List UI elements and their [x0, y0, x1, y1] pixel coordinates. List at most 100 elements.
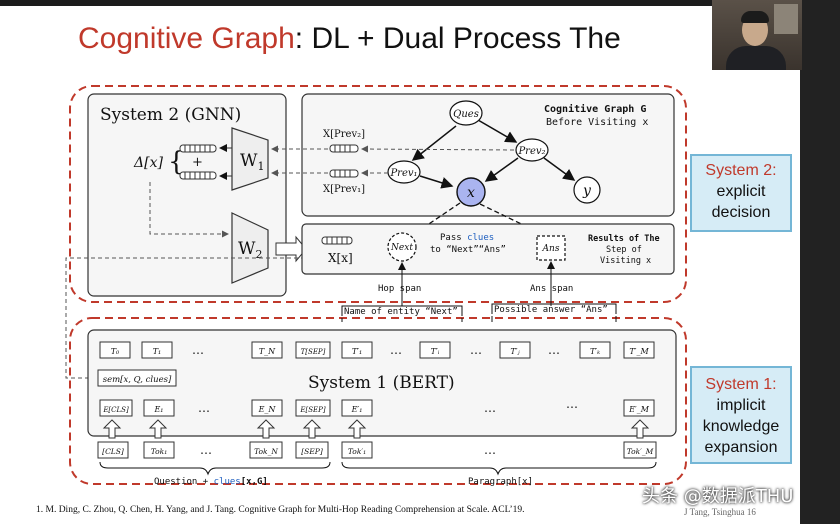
e-box [623, 399, 655, 417]
node-prev1: Prev₁ [387, 160, 421, 184]
node-next: Next [387, 232, 417, 262]
results-caption-line1: Results of The [588, 234, 660, 244]
e-label: E[SEP] [299, 406, 325, 414]
token-label: Tok′_M [627, 447, 654, 456]
slide-footer: J Tang, Tsinghua 16 [684, 507, 756, 517]
w1-to-w2-dashed-arrow [149, 182, 229, 238]
answer-span-box: Possible answer “Ans” [494, 305, 608, 315]
edge-prev1-x [419, 175, 454, 189]
token-label: Tok₁ [151, 447, 168, 456]
x-vector [321, 236, 353, 245]
w2-layer [231, 212, 269, 284]
watermark: 头条 @数据派THU [642, 486, 794, 507]
token-box [143, 441, 175, 459]
e-ellipsis: … [198, 401, 210, 415]
pass-clues-line1: Pass clues [440, 233, 494, 243]
prev1-vector-label: X[Prev₁] [323, 184, 365, 195]
token-label: [CLS] [102, 447, 124, 456]
t-ellipsis: … [470, 343, 482, 357]
t-box [141, 341, 173, 359]
svg-text:y: y [582, 183, 592, 199]
t-box [623, 341, 655, 359]
edge-prev2-x [484, 157, 519, 182]
token-row: [CLS] Tok₁ … Tok_N [SEP] Tok′₁ … Tok′_M [97, 441, 657, 459]
svg-text:Prev₁: Prev₁ [389, 168, 417, 179]
prev2-vector-label: X[Prev₂] [323, 129, 365, 140]
t-box [341, 341, 373, 359]
system1-panel-title: System 1 (BERT) [308, 373, 455, 393]
sem-to-system2-dashed-connector [65, 257, 302, 379]
e-label: E_N [258, 405, 277, 414]
cognitive-graph-diagram: System 2 (GNN) W1 W2 Δ[x] { + [65, 85, 687, 487]
t-box [99, 341, 131, 359]
t-ellipsis: … [548, 343, 560, 357]
token-label: Tok′₁ [348, 447, 366, 456]
t-label: T′ⱼ [510, 347, 520, 356]
w1-layer [231, 127, 269, 191]
t-label: T₀ [111, 347, 120, 356]
brace: { [168, 147, 185, 177]
token-box [623, 441, 657, 459]
top-edge [0, 0, 840, 6]
graph-title-line1: Cognitive Graph G [544, 103, 646, 115]
results-caption-line3: Visiting x [600, 256, 651, 266]
paragraph-brace [341, 461, 657, 476]
system1-callout-line4: expansion [704, 439, 778, 456]
sem-box [97, 369, 177, 387]
graph-title-line2: Before Visiting x [546, 117, 648, 128]
results-caption-line2: Step of [606, 245, 642, 255]
t-box [251, 341, 283, 359]
token-box [295, 441, 329, 459]
t-ellipsis: … [192, 343, 204, 357]
delta-x-label: Δ[x] [133, 155, 163, 171]
up-arrow [302, 419, 322, 439]
edge-prev2-y [543, 157, 576, 181]
t-box [419, 341, 451, 359]
t-label: T′ₖ [590, 347, 600, 356]
plus-sign: + [192, 155, 203, 170]
system2-callout-line2: explicit [716, 183, 766, 200]
edge-ques-prev1 [411, 125, 457, 161]
span-brackets-lower [341, 316, 617, 322]
e-ellipsis: … [484, 401, 496, 415]
entity-span-box: Name of entity “Next” [344, 307, 458, 317]
prev2-vector [329, 144, 359, 153]
t-box [579, 341, 611, 359]
system2-panel-title: System 2 (GNN) [100, 105, 241, 125]
presenter-video-thumbnail [712, 0, 802, 70]
token-ellipsis: … [484, 443, 496, 457]
presenter-hair [741, 11, 769, 23]
token-up-arrows [102, 419, 650, 439]
token-box [249, 441, 283, 459]
presenter-body [726, 46, 786, 70]
delta-vector-bottom [179, 171, 217, 180]
svg-text:Next: Next [390, 243, 413, 253]
hop-span-label: Hop span [378, 284, 421, 294]
up-arrow [256, 419, 276, 439]
system1-callout-line2: implicit [716, 397, 766, 414]
system2-callout-line3: decision [711, 204, 771, 221]
token-box [341, 441, 373, 459]
t-label: T[SEP] [301, 348, 326, 356]
w2-label: W2 [238, 239, 262, 261]
t-box [499, 341, 531, 359]
e-label: E′₁ [351, 405, 363, 414]
x-vector-label: X[x] [328, 251, 353, 265]
e-box [295, 399, 331, 417]
video-background-window [774, 4, 798, 34]
t-box [295, 341, 331, 359]
paragraph-label: Paragraph[x] [468, 477, 533, 487]
up-arrow [102, 419, 122, 439]
footnote-citation: 1. M. Ding, C. Zhou, Q. Chen, H. Yang, a… [36, 505, 525, 515]
t-row: T₀ T₁ … T_N T[SEP] T′₁ … T′ᵢ … T′ⱼ … T′ₖ… [99, 341, 655, 359]
node-y: y [573, 176, 601, 204]
system2-dashed-group [69, 85, 687, 303]
title-accent: Cognitive Graph [78, 22, 295, 55]
up-arrow [347, 419, 367, 439]
token-label: [SEP] [301, 447, 323, 456]
prev1-vector [329, 169, 359, 178]
t-label: T_N [259, 347, 276, 356]
edge-ques-prev2 [477, 119, 518, 143]
system1-callout: System 1: implicit knowledge expansion [690, 366, 792, 464]
t-label: T′₁ [352, 347, 362, 356]
